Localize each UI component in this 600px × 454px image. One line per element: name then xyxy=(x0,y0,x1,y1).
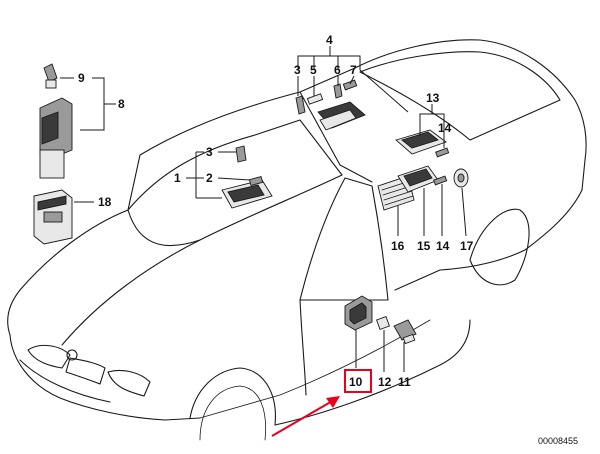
highlight-arrow-head xyxy=(326,396,340,408)
part-6-bulb xyxy=(333,83,343,99)
callout-8: 8 xyxy=(118,97,125,111)
part-12-connector xyxy=(376,316,390,330)
car-badge xyxy=(66,349,78,361)
car-door-line xyxy=(299,299,307,396)
callout-6: 6 xyxy=(334,63,341,77)
callout-14-bottom: 14 xyxy=(436,239,450,253)
callout-12: 12 xyxy=(378,375,392,389)
car-right-headlight xyxy=(107,369,151,397)
part-5-bulb xyxy=(306,93,324,105)
part-15-lamp xyxy=(397,165,439,193)
callout-4: 4 xyxy=(326,33,333,47)
car-a-pillar xyxy=(127,154,141,211)
part-13-light xyxy=(395,129,447,155)
car-side-window xyxy=(299,177,389,301)
car-rear-wheel-arch xyxy=(469,208,530,286)
car-roof xyxy=(139,67,356,156)
part-8-light-housing xyxy=(39,97,73,179)
part-2-dome-light xyxy=(221,175,273,209)
car-hood-crease xyxy=(61,239,201,346)
part-10-door-switch xyxy=(344,295,373,331)
car-windshield xyxy=(127,119,343,247)
callout-1: 1 xyxy=(174,171,181,185)
car-roof-rail xyxy=(299,91,373,183)
car-front-wheel-arch xyxy=(189,367,276,426)
leader-lines xyxy=(60,46,467,372)
highlight-arrow-shaft xyxy=(271,399,335,437)
car-left-headlight xyxy=(27,344,71,369)
car-front-wheel xyxy=(199,385,266,441)
car-hood xyxy=(7,209,129,336)
callout-5: 5 xyxy=(310,63,317,77)
callout-16: 16 xyxy=(391,239,405,253)
callout-10: 10 xyxy=(349,375,363,389)
part-11-plug xyxy=(393,319,417,345)
part-3-bulb-b xyxy=(295,95,306,115)
callout-11: 11 xyxy=(398,375,411,389)
part-4-reading-light xyxy=(317,101,366,131)
car-front-bumper xyxy=(9,334,201,421)
part-3-bulb-a xyxy=(235,145,247,163)
part-14-bulb-b xyxy=(433,175,448,186)
callout-2: 2 xyxy=(206,171,213,185)
callout-7: 7 xyxy=(350,63,357,77)
part-14-bulb-a xyxy=(435,147,450,158)
callout-18: 18 xyxy=(98,195,112,209)
car-rear-quarter xyxy=(394,189,583,291)
callout-9: 9 xyxy=(78,71,85,85)
callout-15: 15 xyxy=(417,239,431,253)
car-grille xyxy=(65,357,106,385)
highlight-box xyxy=(344,369,372,393)
car-rear-roof xyxy=(354,39,587,191)
part-7-clip xyxy=(342,79,358,91)
highlight-callout-10: 10 xyxy=(271,369,372,437)
car-body xyxy=(7,39,587,441)
diagram-code: 00008455 xyxy=(538,436,578,446)
callout-3-top: 3 xyxy=(294,63,301,77)
callout-17: 17 xyxy=(460,239,474,253)
car-sill xyxy=(274,319,471,426)
callout-13: 13 xyxy=(426,91,440,105)
callout-labels: 9 8 18 1 3 2 4 3 5 6 7 13 14 16 15 14 17… xyxy=(78,33,474,389)
part-18-lamp-unit xyxy=(33,189,73,245)
part-9-bulb xyxy=(43,63,58,89)
part-17-cover xyxy=(453,168,469,188)
callout-3-left: 3 xyxy=(206,145,213,159)
car-front-lower xyxy=(19,359,111,403)
car-rear-window xyxy=(359,51,561,141)
callout-14-top: 14 xyxy=(438,121,452,135)
